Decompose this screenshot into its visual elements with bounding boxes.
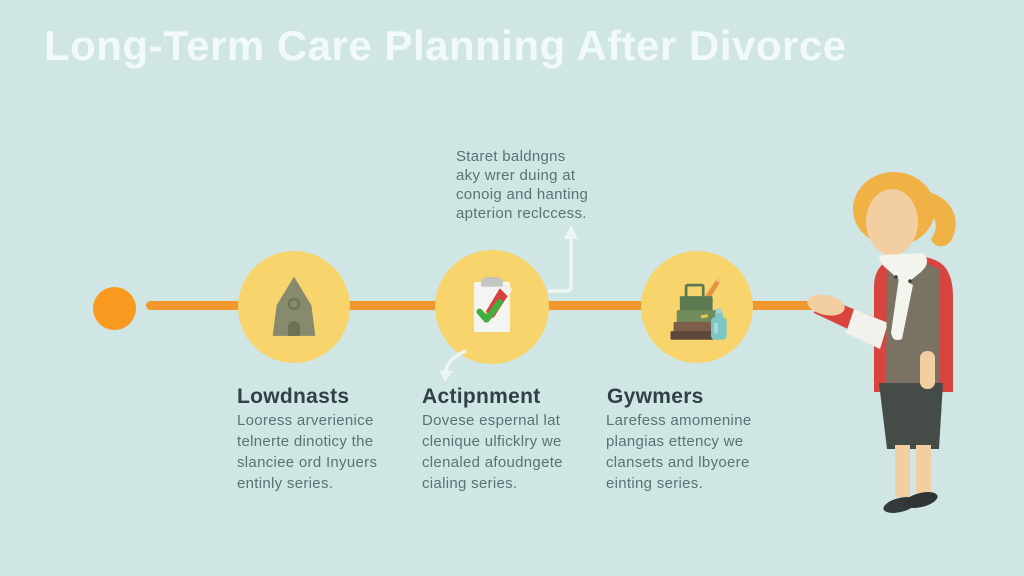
shoe xyxy=(904,492,938,508)
milestone-circle-1 xyxy=(238,251,350,363)
leg xyxy=(895,445,910,497)
milestone-label-1: Lowdnasts xyxy=(237,385,350,408)
skirt xyxy=(879,383,943,449)
face xyxy=(866,189,918,255)
clipboard-check-icon xyxy=(474,277,513,332)
right-hand xyxy=(920,351,935,389)
house-icon xyxy=(272,276,316,336)
timeline-start-dot xyxy=(93,287,136,330)
leg xyxy=(916,445,931,495)
scarf-tail xyxy=(891,277,913,341)
page-title: Long-Term Care Planning After Divorce xyxy=(44,22,847,69)
milestone-circle-2 xyxy=(435,250,549,364)
milestone-description-3: Larefess amomenine plangias ettency we c… xyxy=(606,412,752,492)
milestone-circle-3 xyxy=(641,251,753,363)
milestone-description-2: Dovese espernal lat clenique ulficklry w… xyxy=(422,412,563,492)
cuff xyxy=(846,309,888,349)
luggage-stack-icon xyxy=(670,276,727,340)
milestone-label-3: Gywmers xyxy=(607,385,704,408)
annotation-note: Staret baldngns aky wrer duing at conoig… xyxy=(456,148,589,222)
milestone-label-2: Actipnment xyxy=(422,385,541,408)
left-hand xyxy=(807,294,845,316)
ponytail xyxy=(918,191,956,247)
businesswoman-illustration xyxy=(807,172,956,513)
arrow-down-icon xyxy=(439,349,467,382)
arrow-up-icon xyxy=(548,225,578,293)
milestone-description-1: Looress arverienice telnerte dinoticy th… xyxy=(237,412,378,492)
scarf xyxy=(879,253,928,285)
